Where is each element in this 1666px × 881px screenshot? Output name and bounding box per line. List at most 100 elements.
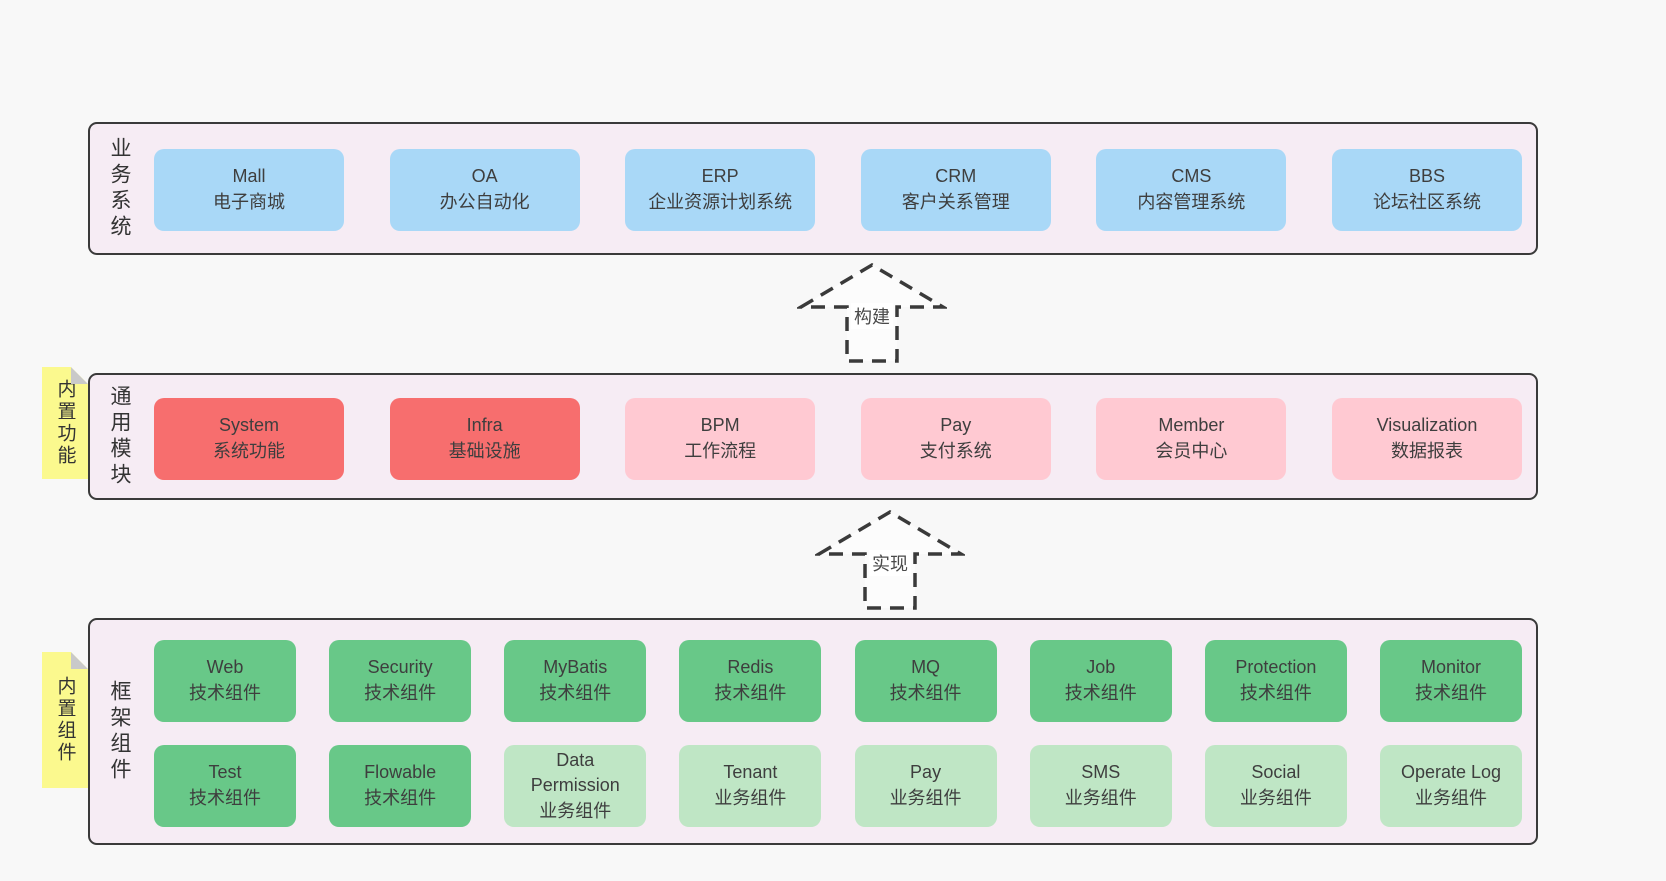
box-subtitle: 技术组件 xyxy=(364,788,437,808)
box-subtitle: 内容管理系统 xyxy=(1137,192,1246,212)
layer-common-modules: 通用模块 System 系统功能 Infra 基础设施 BPM 工作流程 Pay… xyxy=(88,373,1538,500)
box-visualization: Visualization 数据报表 xyxy=(1331,398,1522,480)
box-title: Job xyxy=(1086,657,1116,678)
arrow-build: 构建 xyxy=(797,261,947,365)
framework-boxes-row-1: Web 技术组件 Security 技术组件 MyBatis 技术组件 Redi… xyxy=(154,640,1522,722)
box-oa: OA 办公自动化 xyxy=(389,149,580,231)
box-title: BPM xyxy=(700,415,740,436)
box-subtitle: 办公自动化 xyxy=(439,192,530,212)
box-mq: MQ 技术组件 xyxy=(854,640,997,722)
box-title: Protection xyxy=(1235,657,1317,678)
box-title: MyBatis xyxy=(543,657,608,678)
box-tenant: Tenant 业务组件 xyxy=(679,745,822,827)
box-title: Mall xyxy=(232,166,266,187)
box-subtitle: 技术组件 xyxy=(189,788,261,808)
arrow-implement-label: 实现 xyxy=(869,550,911,576)
sticky-fold-icon xyxy=(71,367,88,384)
box-subtitle: 业务组件 xyxy=(714,788,787,808)
box-subtitle: 技术组件 xyxy=(714,683,787,703)
box-title: System xyxy=(218,415,279,436)
box-title: Monitor xyxy=(1420,657,1481,678)
box-title: Security xyxy=(367,657,433,678)
sticky-note-builtin-components: 内置组件 xyxy=(42,652,88,788)
sticky-note-builtin-features: 内置功能 xyxy=(42,367,88,479)
box-title: Operate Log xyxy=(1400,762,1502,783)
box-title: SMS xyxy=(1081,762,1121,783)
box-bbs: BBS 论坛社区系统 xyxy=(1331,149,1522,231)
arrow-implement: 实现 xyxy=(815,508,965,612)
box-subtitle: 技术组件 xyxy=(1414,683,1487,703)
box-crm: CRM 客户关系管理 xyxy=(860,149,1051,231)
box-job: Job 技术组件 xyxy=(1029,640,1172,722)
box-subtitle: 技术组件 xyxy=(1239,683,1312,703)
box-redis: Redis 技术组件 xyxy=(679,640,822,722)
box-erp: ERP 企业资源计划系统 xyxy=(625,149,816,231)
box-subtitle: 论坛社区系统 xyxy=(1372,192,1481,212)
box-subtitle: 企业资源计划系统 xyxy=(648,192,793,212)
box-subtitle: 客户关系管理 xyxy=(901,192,1010,212)
box-subtitle: 数据报表 xyxy=(1390,441,1463,461)
box-title: Web xyxy=(206,657,244,678)
box-subtitle: 电子商城 xyxy=(213,192,285,212)
box-flowable: Flowable 技术组件 xyxy=(329,745,472,827)
layer-label-business-systems: 业务系统 xyxy=(108,136,131,241)
sticky-fold-icon xyxy=(71,652,88,669)
box-mall: Mall 电子商城 xyxy=(154,149,344,231)
box-subtitle: 技术组件 xyxy=(1064,683,1137,703)
box-pay-biz: Pay 业务组件 xyxy=(854,745,997,827)
box-social: Social 业务组件 xyxy=(1204,745,1347,827)
box-monitor: Monitor 技术组件 xyxy=(1379,640,1522,722)
box-title: Infra xyxy=(466,415,503,436)
box-infra: Infra 基础设施 xyxy=(389,398,580,480)
box-title: Flowable xyxy=(364,762,437,783)
modules-boxes-row: System 系统功能 Infra 基础设施 BPM 工作流程 Pay 支付系统… xyxy=(154,398,1522,480)
box-title: Test xyxy=(208,762,242,783)
box-protection: Protection 技术组件 xyxy=(1204,640,1347,722)
box-subtitle: 技术组件 xyxy=(539,683,612,703)
box-title: Member xyxy=(1158,415,1225,436)
box-title: CRM xyxy=(935,166,977,187)
box-security: Security 技术组件 xyxy=(329,640,472,722)
box-title: CMS xyxy=(1171,166,1212,187)
sticky-note-label: 内置组件 xyxy=(54,676,76,764)
box-subtitle: 业务组件 xyxy=(889,788,962,808)
box-title: MQ xyxy=(911,657,941,678)
box-subtitle: 技术组件 xyxy=(364,683,437,703)
box-sms: SMS 业务组件 xyxy=(1029,745,1172,827)
box-cms: CMS 内容管理系统 xyxy=(1096,149,1287,231)
box-member: Member 会员中心 xyxy=(1096,398,1287,480)
box-test: Test 技术组件 xyxy=(154,745,296,827)
layer-business-systems: 业务系统 Mall 电子商城 OA 办公自动化 ERP 企业资源计划系统 CRM… xyxy=(88,122,1538,255)
sticky-note-label: 内置功能 xyxy=(54,379,76,467)
box-title: Pay xyxy=(940,415,972,436)
box-subtitle: 基础设施 xyxy=(448,441,521,461)
box-subtitle: 业务组件 xyxy=(1064,788,1137,808)
box-subtitle: 会员中心 xyxy=(1155,441,1228,461)
box-title: Visualization xyxy=(1376,415,1478,436)
framework-boxes-row-2: Test 技术组件 Flowable 技术组件 Data Permission … xyxy=(154,745,1522,827)
box-title: Pay xyxy=(910,762,942,783)
box-bpm: BPM 工作流程 xyxy=(625,398,816,480)
box-data-permission: Data Permission 业务组件 xyxy=(504,745,647,827)
business-boxes-row: Mall 电子商城 OA 办公自动化 ERP 企业资源计划系统 CRM 客户关系… xyxy=(154,149,1522,231)
box-title: Redis xyxy=(727,657,774,678)
arrow-build-label: 构建 xyxy=(851,303,893,329)
box-subtitle: 技术组件 xyxy=(889,683,962,703)
layer-label-framework-components: 框架组件 xyxy=(108,679,131,784)
box-mybatis: MyBatis 技术组件 xyxy=(504,640,647,722)
box-subtitle: 支付系统 xyxy=(919,441,992,461)
box-title: Data Permission xyxy=(530,749,620,796)
box-title: Social xyxy=(1251,762,1301,783)
box-title: ERP xyxy=(701,166,739,187)
box-subtitle: 业务组件 xyxy=(539,800,612,821)
box-title: BBS xyxy=(1408,166,1445,187)
box-operate-log: Operate Log 业务组件 xyxy=(1379,745,1522,827)
box-subtitle: 工作流程 xyxy=(684,441,757,461)
box-subtitle: 业务组件 xyxy=(1239,788,1312,808)
box-pay: Pay 支付系统 xyxy=(860,398,1051,480)
box-subtitle: 系统功能 xyxy=(213,441,285,461)
box-subtitle: 业务组件 xyxy=(1414,788,1487,808)
box-title: Tenant xyxy=(723,762,778,783)
box-system: System 系统功能 xyxy=(154,398,344,480)
